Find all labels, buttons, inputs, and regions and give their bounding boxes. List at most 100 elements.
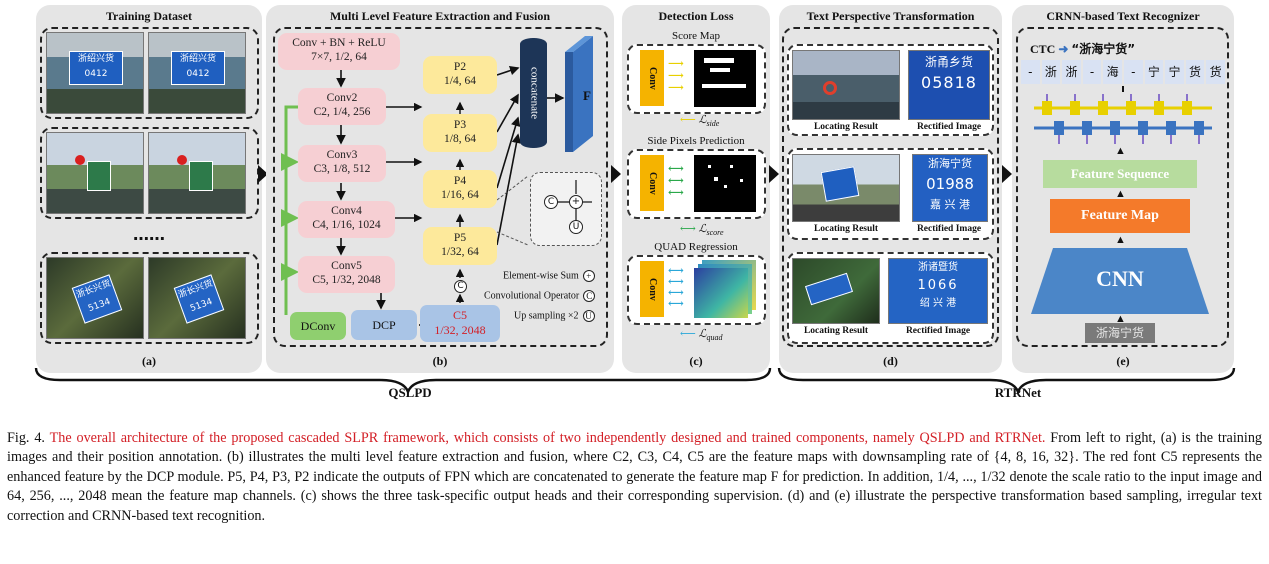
concatenate-block — [520, 38, 547, 148]
head-3-loss-sub: quad — [706, 333, 723, 343]
panel-b-frame — [273, 27, 608, 347]
seq-cell: - — [1021, 60, 1040, 84]
d-row-2-locating-image — [792, 154, 900, 222]
p4-name: P4 — [453, 175, 467, 187]
fusion-zoom-lines — [550, 180, 592, 232]
d-row-3-plate-line3: 绍 兴 港 — [919, 298, 957, 309]
p3-dims: 1/8, 64 — [444, 133, 476, 145]
group-rtrnet-label: RTRNet — [994, 385, 1042, 400]
char-sequence: - 浙 浙 - 海 - 宁 宁 货 货 — [1021, 60, 1225, 84]
d-row-3-plate-line1: 浙诸暨货 — [918, 262, 958, 273]
seq-cell: 宁 — [1165, 60, 1184, 84]
seq-cell: 海 — [1103, 60, 1122, 84]
arrow-cnn-up: ▲ — [1115, 234, 1126, 246]
d-row-1-right-caption: Rectified Image — [916, 122, 982, 132]
conv4-line1: Conv4 — [331, 205, 362, 217]
d-row-1-plate-line1: 浙甬乡货 — [924, 55, 973, 69]
panel-e-label: (e) — [1116, 354, 1130, 368]
p3-block: P3 1/8, 64 — [423, 114, 497, 152]
panel-d-frame — [782, 27, 999, 347]
conv2-line1: Conv2 — [326, 92, 358, 104]
panel-b-title: Multi Level Feature Extraction and Fusio… — [329, 9, 551, 23]
legend-sum-text: Element-wise Sum — [503, 270, 579, 282]
ellipsis: …… — [133, 225, 165, 244]
seq-cell: - — [1082, 60, 1102, 84]
arrow-d-e — [1002, 165, 1012, 183]
seq-cell: - — [1123, 60, 1143, 84]
training-image-2b — [148, 132, 246, 214]
d-row-2-rectified-image: 浙海宁货 01988 嘉 兴 港 — [912, 154, 988, 222]
head-1-conv: Conv — [640, 50, 664, 106]
head-1-loss: ⟵ ℒside — [680, 114, 720, 129]
dconv-block: DConv — [290, 312, 346, 340]
conv4-line2: C4, 1/16, 1024 — [312, 219, 381, 231]
panel-a-group-3 — [40, 252, 259, 344]
zoom-sum-icon: + — [569, 195, 583, 209]
upsample-icon: U — [582, 310, 595, 322]
head-2-loss-sub: score — [706, 228, 724, 238]
conv5-line2: C5, 1/32, 2048 — [312, 274, 381, 286]
panel-d-title: Text Perspective Transformation — [806, 9, 975, 23]
arrow-seq-up: ▲ — [1115, 145, 1126, 157]
conv-icon: C — [583, 290, 596, 302]
fusion-zoom-inset — [530, 172, 602, 246]
d-row-2-right-caption: Rectified Image — [916, 224, 982, 234]
conv0-line2: 7×7, 1/2, 64 — [311, 51, 367, 63]
concatenate-label: concatenate — [528, 67, 541, 119]
feature-f-label: F — [583, 88, 591, 103]
feature-f-block — [565, 36, 593, 152]
panel-a-title: Training Dataset — [105, 9, 193, 23]
d-row-3-plate-line2: 1066 — [917, 278, 959, 293]
d-row-3-right-caption: Rectified Image — [905, 326, 971, 336]
panel-a-group-1 — [40, 27, 259, 119]
caption-highlight: The overall architecture of the proposed… — [49, 430, 1046, 446]
seq-cell: 货 — [1185, 60, 1205, 84]
ctc-output: CTC ➜ “浙海宁货” — [1030, 42, 1136, 56]
p5-dims: 1/32, 64 — [441, 246, 479, 258]
d-row-2-plate-line2: 01988 — [926, 175, 974, 193]
d-row-3-locating-image — [792, 258, 880, 324]
d-row-1-left-caption: Locating Result — [813, 122, 879, 132]
cnn-label: CNN — [1096, 266, 1144, 291]
head-1-arrows: ⟶⟶⟶ — [668, 58, 684, 94]
p2-name: P2 — [453, 61, 467, 73]
d-row-3-left-caption: Locating Result — [803, 326, 869, 336]
legend-up-text: Up sampling ×2 — [514, 310, 579, 322]
p3-name: P3 — [453, 119, 467, 131]
legend-conv-text: Convolutional Operator — [484, 290, 580, 302]
head-2-loss: ⟷ ℒscore — [680, 223, 724, 238]
d-row-2-plate-line1: 浙海宁货 — [928, 157, 972, 170]
seq-cell: 货 — [1206, 60, 1225, 84]
seq-cell: 浙 — [1062, 60, 1081, 84]
conv3-line2: C3, 1/8, 512 — [313, 163, 371, 175]
c5-dims: 1/32, 2048 — [434, 323, 486, 337]
feature-sequence-block: Feature Sequence — [1043, 160, 1197, 188]
input-plate-image: 浙海宁货 — [1085, 323, 1155, 343]
arrow-a-b — [258, 165, 268, 183]
legend-sum: Element-wise Sum+ — [503, 270, 595, 282]
caption-body: From left to right, (a) is the training … — [7, 430, 1263, 524]
zoom-up-icon: U — [569, 220, 583, 234]
dcp-block: DCP — [351, 310, 417, 340]
head-2-conv: Conv — [640, 155, 664, 211]
panel-a-label: (a) — [142, 354, 156, 368]
head-2-title: Side Pixels Prediction — [647, 135, 745, 147]
head-3-title: QUAD Regression — [654, 241, 738, 253]
panel-d-label: (d) — [883, 354, 898, 368]
head-1-loss-sub: side — [706, 119, 720, 129]
head-3-maps — [694, 260, 760, 320]
concat-op-icon: C — [454, 280, 467, 293]
seq-cell: 宁 — [1144, 60, 1164, 84]
sum-icon: + — [582, 270, 595, 282]
head-2-loss-symbol: ℒ — [698, 223, 707, 235]
conv3-line1: Conv3 — [326, 149, 358, 161]
